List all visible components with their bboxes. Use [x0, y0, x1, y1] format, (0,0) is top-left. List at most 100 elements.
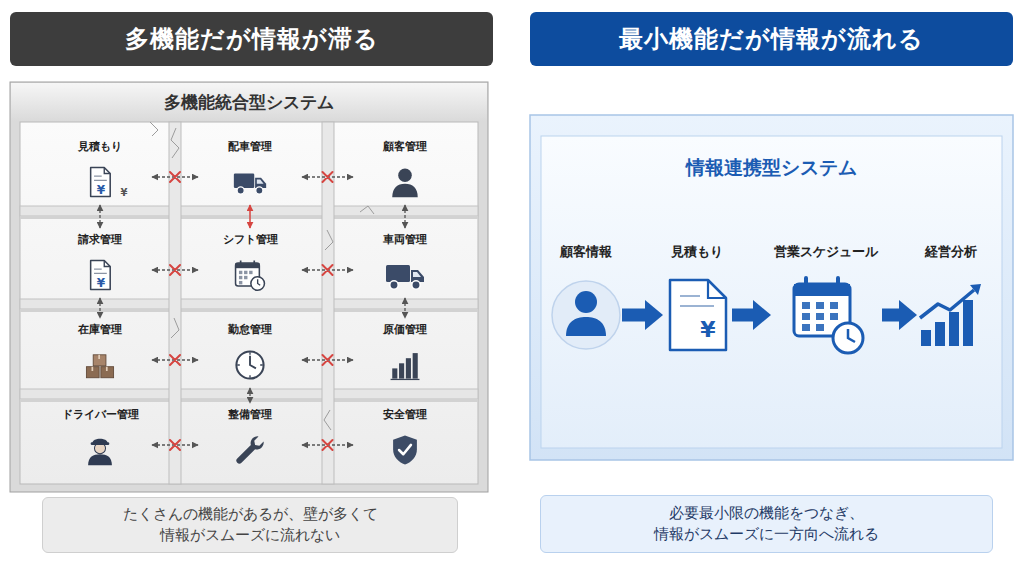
- node-label: 見積もり: [50, 137, 150, 154]
- yen-sign: ¥: [121, 188, 128, 198]
- cabinet-top: [11, 83, 487, 121]
- shelf: [20, 206, 478, 216]
- blocked-x: [170, 172, 333, 182]
- shelf-shadow: [20, 309, 478, 312]
- node-label: 営業スケジュール: [770, 240, 882, 260]
- person-icon-head: [575, 291, 597, 313]
- function-cell: 配車管理: [200, 137, 300, 203]
- document-lines: [680, 296, 714, 306]
- header-band: 最小機能だが情報が流れる: [530, 12, 1013, 66]
- calendar-icon: [236, 261, 265, 291]
- connector-arrow: [99, 205, 100, 228]
- wall-crack: [150, 122, 374, 430]
- clock-icon: [833, 323, 863, 353]
- shelf: [20, 299, 478, 309]
- wall-pillar: [169, 122, 181, 484]
- wall-pillar: [322, 122, 334, 484]
- node-label: 顧客情報: [550, 240, 622, 260]
- node-label: シフト管理: [200, 230, 300, 247]
- blocked-x: [170, 355, 333, 365]
- function-cell: 在庫管理: [50, 320, 150, 386]
- yen-sign: ¥: [97, 277, 105, 289]
- blocked-x: [170, 440, 333, 450]
- driver-icon: [88, 439, 112, 466]
- function-cell: 安全管理: [355, 405, 455, 471]
- panel-frame: [530, 115, 1013, 460]
- node-label: 安全管理: [355, 405, 455, 422]
- connector-arrow: [732, 309, 753, 322]
- node-label: 経営分析: [916, 240, 986, 260]
- right-icons: [552, 278, 981, 353]
- connector-arrow: [249, 205, 251, 228]
- node-label: 車両管理: [355, 230, 455, 247]
- node-label: ドライバー管理: [50, 405, 150, 422]
- truck-icon: [386, 265, 424, 289]
- person-icon-body: [566, 317, 606, 336]
- shield-icon: [393, 436, 417, 465]
- document-icon: [91, 261, 111, 290]
- connector-arrow: [152, 269, 198, 270]
- document-fold: [708, 280, 726, 298]
- right-panel: [530, 115, 1013, 460]
- function-cell: 車両管理: [355, 230, 455, 296]
- connector-arrow: [99, 298, 100, 318]
- node-label: 情報連携型システム: [530, 115, 1013, 179]
- node-label: 請求管理: [50, 230, 150, 247]
- connector-arrow: [882, 309, 899, 322]
- node-label: 見積もり: [662, 240, 732, 260]
- flow-step: 営業スケジュール: [770, 240, 882, 384]
- bar-chart-icon: [391, 353, 420, 379]
- document-icon: [670, 280, 726, 350]
- calendar-rings: [806, 278, 838, 290]
- document-icon: [91, 168, 111, 197]
- function-cell: 勤怠管理: [200, 320, 300, 386]
- person-icon: [392, 168, 418, 197]
- connector-arrow: [302, 359, 353, 360]
- yen-sign: ¥: [700, 319, 715, 341]
- cabinet-frame: [10, 82, 488, 492]
- blocked-x: [170, 265, 333, 275]
- node-label: 多機能統合型システム: [10, 82, 488, 112]
- node-label: 顧客管理: [355, 137, 455, 154]
- flow-step: 顧客情報: [550, 240, 622, 384]
- clock-icon: [236, 351, 263, 378]
- cabinet-inner: [20, 122, 478, 484]
- node-label: 原価管理: [355, 320, 455, 337]
- caption-box: たくさんの機能があるが、壁が多くて 情報がスムーズに流れない: [42, 497, 458, 553]
- wrench-icon: [236, 436, 263, 463]
- function-cell: シフト管理: [200, 230, 300, 296]
- blocked-marks: [170, 172, 333, 450]
- calendar-grid: [802, 302, 838, 331]
- header-band: 多機能だが情報が滞る: [10, 12, 493, 66]
- flow-step: 見積もり: [662, 240, 732, 384]
- system-box: 情報連携型システム顧客情報 見積もり 営業スケジュール 経営分析: [530, 115, 1013, 460]
- node-label: 配車管理: [200, 137, 300, 154]
- connector-arrow: [302, 176, 353, 177]
- node-label: 必要最小限の機能をつなぎ、 情報がスムーズに一方向へ流れる: [622, 503, 912, 545]
- trend-line: [920, 290, 974, 318]
- panel-inner: [541, 136, 1002, 448]
- person-icon-bg: [552, 281, 620, 349]
- system-box: 多機能統合型システム見積もり 配車管理 顧客管理請求管理 シフト管理 車両管理在庫管理 勤…: [10, 82, 488, 492]
- node-label: 多機能だが情報が滞る: [125, 23, 379, 55]
- function-cell: 顧客管理: [355, 137, 455, 203]
- connector-arrow: [152, 176, 198, 177]
- function-cell: 原価管理: [355, 320, 455, 386]
- function-cell: ドライバー管理: [50, 405, 150, 471]
- boxes-icon: [86, 355, 113, 378]
- flow-step: 経営分析: [916, 240, 986, 384]
- trend-arrowhead: [970, 284, 981, 295]
- yen-sign: ¥: [97, 184, 105, 196]
- truck-icon: [234, 174, 266, 195]
- connector-arrow: [404, 298, 405, 318]
- connector-arrow: [622, 309, 645, 322]
- function-cell: 整備管理: [200, 405, 300, 471]
- connector-arrow: [152, 359, 198, 360]
- node-label: 在庫管理: [50, 320, 150, 337]
- connector-arrow: [404, 205, 405, 228]
- caption-box: 必要最小限の機能をつなぎ、 情報がスムーズに一方向へ流れる: [540, 495, 993, 553]
- connector-arrow: [152, 444, 198, 445]
- clock-hands: [848, 329, 855, 342]
- connector-arrow: [302, 444, 353, 445]
- node-label: 整備管理: [200, 405, 300, 422]
